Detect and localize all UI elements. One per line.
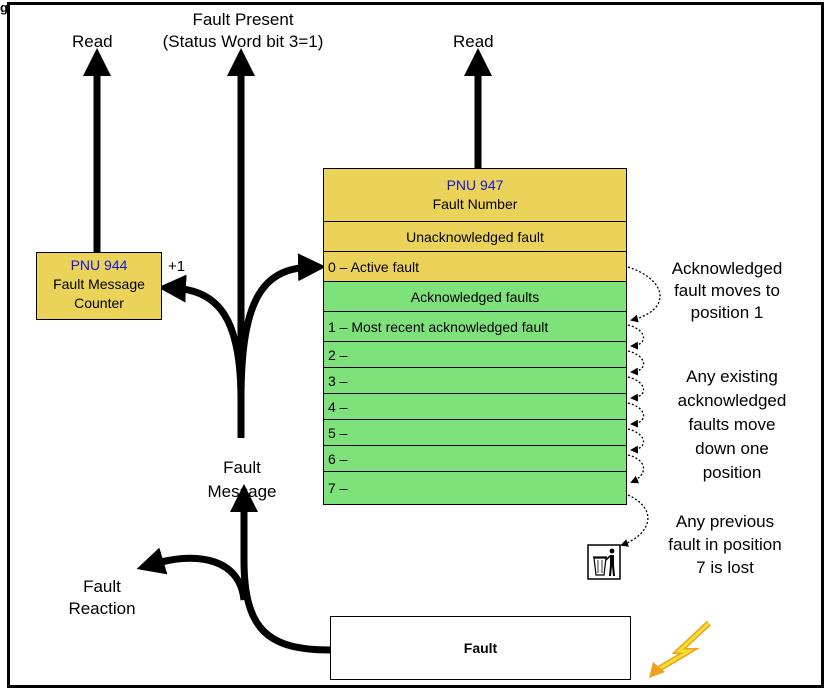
note-down-line1: Any existing (686, 367, 778, 386)
note-down-line2: acknowledged (677, 391, 787, 410)
shift-arrow-6-7 (627, 454, 645, 484)
note-move-down: Any existing acknowledged faults move do… (662, 365, 802, 485)
pnu947-number: PNU 947 (446, 177, 504, 193)
note-moves-line2: fault moves to (674, 281, 780, 300)
pnu947-title: Fault Number (432, 196, 518, 212)
shift-arrow-2-3 (627, 350, 645, 376)
note-lost-line1: Any previous (675, 512, 775, 531)
fault-to-message-arrow (230, 484, 331, 654)
note-lost: Any previous fault in position 7 is lost (645, 510, 805, 579)
branch-to-active-fault-arrow (237, 253, 326, 401)
fault-present-line1: Fault Present (192, 10, 294, 29)
pnu947-table: PNU 947 Fault Number Unacknowledged faul… (323, 168, 627, 505)
ack-row-3: 3 – (324, 367, 626, 393)
unack-header: Unacknowledged fault (324, 221, 626, 251)
pnu944-line1: Fault Message (53, 276, 145, 292)
note-down-line4: down one (695, 439, 769, 458)
note-lost-line3: 7 is lost (696, 558, 754, 577)
ack-row-2: 2 – (324, 341, 626, 367)
shift-arrow-0-1 (627, 266, 661, 323)
ack-row-4: 4 – (324, 393, 626, 419)
pnu944-line2: Counter (74, 295, 124, 311)
note-down-line3: faults move (688, 415, 776, 434)
note-moves-line3: position 1 (690, 303, 764, 322)
shift-arrow-3-4 (627, 376, 645, 402)
figure-frame (7, 2, 824, 688)
read-right-label: Read (453, 32, 494, 51)
pnu944-number: PNU 944 (70, 257, 128, 273)
fault-message-label: Fault Message (200, 456, 284, 504)
fault-reaction-label: Fault Reaction (62, 576, 142, 620)
shift-arrow-5-6 (627, 428, 645, 454)
branch-to-counter-arrow (158, 274, 245, 401)
pnu944-box: PNU 944 Fault Message Counter (36, 252, 162, 320)
fault-reaction-line1: Fault (83, 577, 121, 596)
ack-row-5: 5 – (324, 419, 626, 445)
fault-message-line2: Message (207, 482, 277, 501)
ack-row-1: 1 – Most recent acknowledged fault (324, 311, 626, 341)
note-lost-line2: fault in position (668, 535, 782, 554)
fault-reaction-arrow (136, 547, 248, 601)
ack-header: Acknowledged faults (324, 281, 626, 311)
pnu947-header: PNU 947 Fault Number (324, 169, 626, 221)
note-moves-line1: Acknowledged (671, 259, 783, 278)
fault-reaction-line2: Reaction (68, 599, 136, 618)
shift-arrow-7-bin (620, 494, 649, 547)
note-down-line5: position (702, 463, 762, 482)
active-fault-row: 0 – Active fault (324, 251, 626, 281)
fault-box: Fault (330, 616, 631, 680)
plus-one-label: +1 (168, 258, 186, 275)
lightning-bolt-icon (649, 620, 712, 678)
fault-present-line2: (Status Word bit 3=1) (162, 32, 324, 51)
ack-row-6: 6 – (324, 445, 626, 471)
shift-arrow-4-5 (627, 402, 645, 428)
figure-tag: g (0, 0, 8, 15)
note-moves-to-1: Acknowledged fault moves to position 1 (652, 258, 802, 324)
ack-row-7: 7 – (324, 471, 626, 504)
trash-bin-icon (587, 544, 621, 580)
read-left-label: Read (72, 32, 113, 51)
fault-message-line1: Fault (223, 458, 261, 477)
shift-arrow-1-2 (627, 324, 645, 350)
fault-present-label: Fault Present (Status Word bit 3=1) (148, 9, 338, 53)
